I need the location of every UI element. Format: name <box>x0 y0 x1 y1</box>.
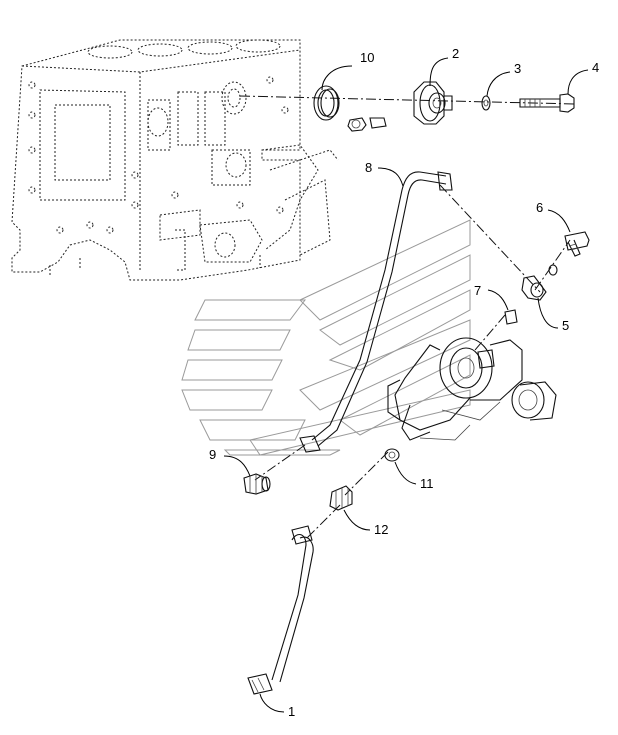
small-washer <box>504 309 518 325</box>
callout-11: 11 <box>420 476 434 491</box>
callout-labels: 10 2 3 4 8 6 7 5 9 11 12 1 <box>209 46 599 719</box>
union-fitting-12 <box>329 485 353 511</box>
callout-7: 7 <box>474 283 481 298</box>
seal-ring <box>313 85 340 121</box>
callout-9: 9 <box>209 447 216 462</box>
banjo-bolt <box>548 231 590 276</box>
callout-5: 5 <box>562 318 569 333</box>
turbo-washer <box>384 448 400 462</box>
callout-8: 8 <box>365 160 372 175</box>
assembly-center-lines <box>239 95 576 541</box>
turbocharger <box>387 337 557 441</box>
banjo-fitting <box>521 275 547 301</box>
callout-3: 3 <box>514 61 521 76</box>
callout-1: 1 <box>288 704 295 719</box>
callout-10: 10 <box>360 50 374 65</box>
flange-housing <box>413 81 453 125</box>
callout-4: 4 <box>592 60 599 75</box>
watermark-logo <box>181 219 471 456</box>
engine-block <box>11 39 339 281</box>
callout-12: 12 <box>374 522 388 537</box>
upper-oil-pipe <box>299 171 453 453</box>
lower-oil-pipe <box>247 525 314 695</box>
callout-2: 2 <box>452 46 459 61</box>
callout-6: 6 <box>536 200 543 215</box>
union-fitting-9 <box>243 473 271 495</box>
small-fittings <box>347 117 387 132</box>
washer <box>481 95 491 111</box>
